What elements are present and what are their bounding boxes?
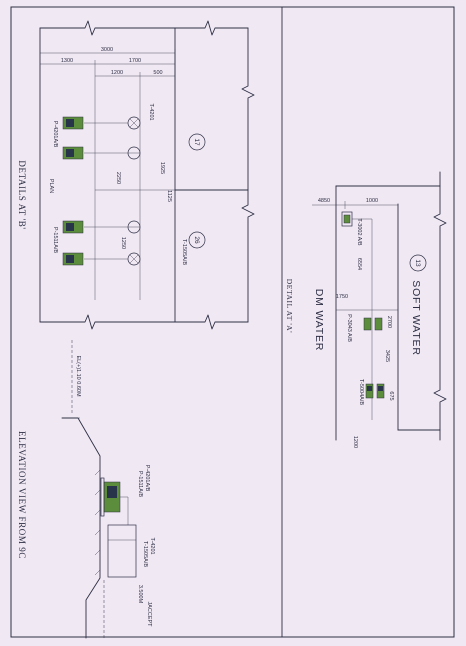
pump-icon — [62, 252, 84, 266]
elev-tank-tag-2: T-1505A/B — [142, 541, 148, 567]
plan-label: PLAN — [48, 179, 54, 193]
tank-tag-upper: T-4201 — [148, 103, 154, 120]
pump-tag: P-3043 A/B — [346, 314, 352, 342]
tank-icon — [127, 220, 141, 234]
tank-tag: T-3002 A/B — [356, 218, 362, 246]
hatch — [94, 569, 101, 576]
ground-profile — [61, 417, 101, 639]
dim-lower-span: 3425 — [384, 350, 390, 362]
bubble-lower-number: 26 — [193, 236, 200, 244]
pump-icon — [62, 146, 84, 160]
elev-height: 3.500M — [137, 585, 143, 604]
dim-tank-gap: 1925 — [159, 162, 165, 174]
dim-width-right: 1000 — [366, 198, 378, 204]
dim-offset: 1750 — [336, 294, 348, 300]
zone-soft-water: SOFT WATER — [410, 280, 422, 355]
bubble-13: 13 — [409, 254, 427, 272]
pump-tag-upper: P-4201A/B — [52, 121, 58, 148]
bubble-upper-number: 17 — [193, 138, 200, 146]
dim-overall: 3000 — [101, 47, 113, 53]
pump-icon — [365, 383, 385, 399]
elev-note: JACCEPT — [146, 601, 152, 627]
break-line-bottom — [39, 314, 249, 330]
break-line-right — [433, 171, 447, 441]
vessel-tag: T-5004A/B — [358, 379, 364, 405]
detail-a: 4850 1000 T-3002 A/B 6554 1750 P-3043 A/… — [285, 171, 447, 448]
bubble-lower: 26 — [188, 231, 206, 249]
dim-right: 1700 — [129, 58, 141, 64]
dim-pump-gap: 2250 — [115, 172, 121, 184]
elevation-view: EL(+)1.10 0.60M P-4201A/B P-1511A/B T-42… — [17, 340, 155, 639]
elev-pump-tag-2: P-1511A/B — [137, 471, 143, 498]
dim-pump-gap: 675 — [388, 391, 394, 400]
tank-icon — [127, 116, 141, 130]
break-line-right — [241, 27, 255, 323]
tank-icon — [127, 252, 141, 266]
dim-inner-left: 1200 — [111, 70, 123, 76]
hatch — [94, 469, 101, 476]
pump-icon — [363, 317, 383, 331]
elevation-title: ELEVATION VIEW FROM 9C — [17, 431, 27, 559]
level-note: EL(+)1.10 0.60M — [75, 355, 81, 397]
detail-b-plan: 3000 1300 1700 1200 500 — [17, 20, 255, 330]
tank-icon — [107, 524, 137, 578]
bubble-13-number: 13 — [414, 259, 421, 267]
hatch — [94, 529, 101, 536]
detail-a-title: DETAIL AT 'A' — [285, 279, 294, 334]
sheet-frame — [10, 6, 455, 638]
pump-tag-lower: P-1511A/B — [52, 227, 58, 254]
pump-icon — [100, 477, 121, 517]
zone-dm-water: DM WATER — [313, 289, 325, 351]
pump-icon — [62, 220, 84, 234]
tank-icon — [341, 211, 353, 227]
pump-icon — [62, 116, 84, 130]
dim-width-left: 4850 — [318, 198, 330, 204]
dim-inner-right: 500 — [153, 70, 162, 76]
dim-bottom: 1200 — [352, 436, 358, 448]
elev-pump-tag-1: P-4201A/B — [144, 465, 150, 492]
detail-b-title: DETAILS AT 'B' — [17, 160, 27, 229]
hatch — [94, 509, 101, 516]
bubble-upper: 17 — [188, 133, 206, 151]
hatch — [94, 489, 101, 496]
dim-run: 6554 — [356, 258, 362, 270]
break-line-top — [39, 20, 249, 36]
elev-tank-tag-1: T-4201 — [149, 537, 155, 554]
dim-left: 1300 — [61, 58, 73, 64]
dim-offset: 1125 — [166, 190, 172, 202]
dim-pump-span: 2700 — [386, 316, 392, 328]
hatch — [94, 549, 101, 556]
dim-lower-gap: 1250 — [120, 237, 126, 249]
tank-tag-lower: T-1505A/B — [181, 239, 187, 265]
tank-icon — [127, 146, 141, 160]
